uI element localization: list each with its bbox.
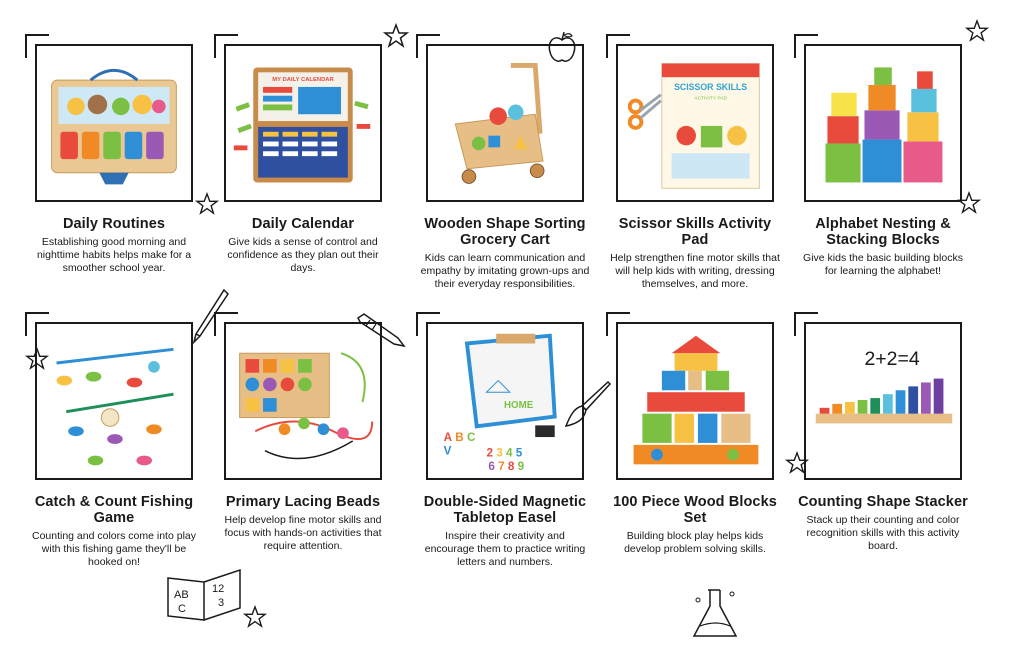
product-description: Help develop fine motor skills and focus… <box>224 514 382 552</box>
product-card-alphabet-blocks[interactable]: Alphabet Nesting & Stacking Blocks Give … <box>794 34 972 278</box>
svg-text:V: V <box>444 445 452 458</box>
star-icon <box>784 450 810 474</box>
star-icon <box>382 22 410 48</box>
svg-text:AB: AB <box>174 589 189 601</box>
scissor-pad-title: SCISSOR SKILLS <box>674 82 747 92</box>
svg-text:2: 2 <box>486 447 493 460</box>
product-description: Building block play helps kids develop p… <box>624 530 766 555</box>
svg-text:8: 8 <box>508 460 515 473</box>
crayon-icon <box>356 312 406 348</box>
product-image-frame[interactable]: 2+2=4 <box>794 312 962 480</box>
svg-text:A: A <box>444 431 453 444</box>
product-description: Help strengthen fine motor skills that w… <box>610 252 780 290</box>
daily-routines-image <box>51 68 177 185</box>
svg-text:12: 12 <box>212 583 224 595</box>
product-title[interactable]: Primary Lacing Beads <box>225 494 381 510</box>
scissor-pad-subtitle: ACTIVITY PAD <box>694 96 727 102</box>
product-title[interactable]: Daily Calendar <box>251 216 355 232</box>
svg-text:4: 4 <box>506 447 513 460</box>
product-image-frame[interactable] <box>214 312 382 480</box>
svg-text:6: 6 <box>488 460 495 473</box>
product-title[interactable]: Double-Sided Magnetic Tabletop Easel <box>423 494 587 526</box>
product-title[interactable]: Counting Shape Stacker <box>798 494 968 510</box>
product-image-frame[interactable]: SCISSOR SKILLS ACTIVITY PAD <box>606 34 774 202</box>
apple-icon <box>546 30 578 64</box>
star-icon <box>956 190 982 214</box>
star-icon <box>242 604 268 628</box>
product-card-lacing-beads[interactable]: Primary Lacing Beads Help develop fine m… <box>214 312 392 553</box>
svg-text:C: C <box>467 431 476 444</box>
product-image-frame[interactable]: MY DAILY CALENDAR <box>214 34 382 202</box>
product-card-daily-calendar[interactable]: MY DAILY CALENDAR Daily Calendar Give ki… <box>214 34 392 275</box>
product-card-fishing-game[interactable]: Catch & Count Fishing Game Counting and … <box>25 312 203 569</box>
lacing-beads-image <box>239 352 374 460</box>
svg-text:B: B <box>455 431 463 444</box>
product-title[interactable]: Catch & Count Fishing Game <box>34 494 194 526</box>
product-image-frame[interactable] <box>794 34 962 202</box>
grocery-cart-image <box>454 63 545 184</box>
svg-text:3: 3 <box>496 447 503 460</box>
product-title[interactable]: Alphabet Nesting & Stacking Blocks <box>815 216 951 248</box>
svg-text:9: 9 <box>518 460 525 473</box>
star-icon <box>964 18 990 42</box>
daily-calendar-image: MY DAILY CALENDAR <box>233 67 371 183</box>
paintbrush-icon <box>564 380 612 430</box>
svg-text:7: 7 <box>498 460 505 473</box>
book-icon: AB C 12 3 <box>166 566 244 622</box>
product-image-frame[interactable] <box>416 34 584 202</box>
product-image-frame[interactable] <box>25 312 193 480</box>
product-card-daily-routines[interactable]: Daily Routines Establishing good morning… <box>25 34 203 275</box>
star-icon <box>194 191 220 215</box>
product-description: Kids can learn communication and empathy… <box>420 252 590 290</box>
wood-blocks-image <box>633 335 759 465</box>
product-card-grocery-cart[interactable]: Wooden Shape Sorting Grocery Cart Kids c… <box>416 34 594 291</box>
product-title[interactable]: Scissor Skills Activity Pad <box>618 216 772 248</box>
product-title[interactable]: Daily Routines <box>62 216 166 232</box>
product-title[interactable]: Wooden Shape Sorting Grocery Cart <box>424 216 586 248</box>
calendar-header: MY DAILY CALENDAR <box>272 77 334 83</box>
product-description: Inspire their creativity and encourage t… <box>424 530 586 568</box>
alphabet-blocks-image <box>825 67 943 183</box>
beaker-icon <box>690 586 742 642</box>
svg-text:C: C <box>178 603 186 615</box>
scissor-skills-image: SCISSOR SKILLS ACTIVITY PAD <box>627 63 760 189</box>
fishing-game-image <box>56 347 174 466</box>
product-image-frame[interactable] <box>25 34 193 202</box>
product-description: Give kids a sense of control and confide… <box>227 236 379 274</box>
product-image-frame[interactable] <box>606 312 774 480</box>
equation-text: 2+2=4 <box>864 348 919 370</box>
star-icon <box>24 346 50 370</box>
product-card-scissor-skills[interactable]: SCISSOR SKILLS ACTIVITY PAD Scissor Skil… <box>606 34 784 291</box>
product-description: Stack up their counting and color recogn… <box>806 514 960 552</box>
shape-stacker-image: 2+2=4 <box>815 348 953 424</box>
product-description: Counting and colors come into play with … <box>31 530 196 568</box>
product-description: Give kids the basic building blocks for … <box>803 252 963 277</box>
easel-word: HOME <box>504 400 534 411</box>
pencil-icon <box>190 288 230 346</box>
svg-text:3: 3 <box>218 597 224 609</box>
product-card-shape-stacker[interactable]: 2+2=4 Counting Shape Stacker Stack up th… <box>794 312 972 553</box>
product-description: Establishing good morning and nighttime … <box>36 236 192 274</box>
svg-text:5: 5 <box>516 447 523 460</box>
product-title[interactable]: 100 Piece Wood Blocks Set <box>613 494 777 526</box>
product-card-wood-blocks[interactable]: 100 Piece Wood Blocks Set Building block… <box>606 312 784 556</box>
